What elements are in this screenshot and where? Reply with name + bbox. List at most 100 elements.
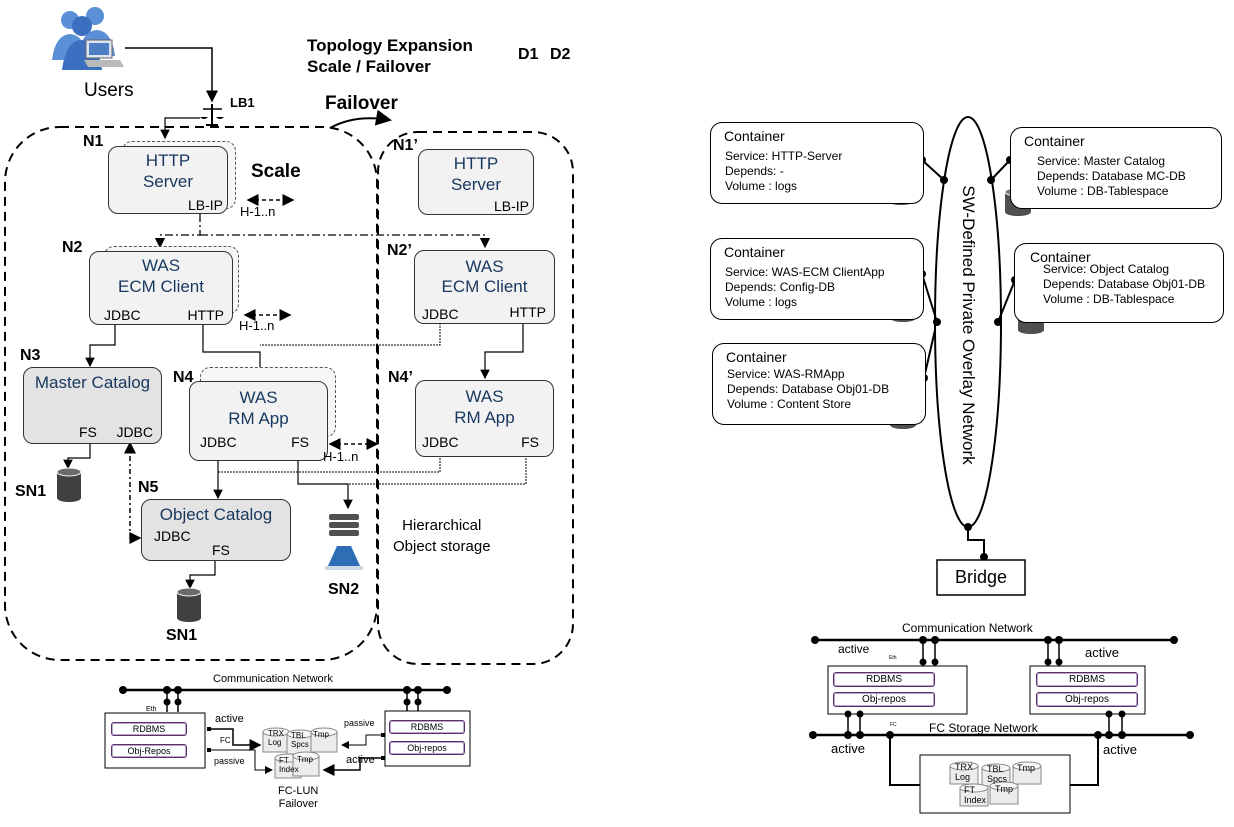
- hierarchical-storage-label: Hierarchical Object storage: [393, 515, 491, 557]
- users-label: Users: [84, 80, 134, 101]
- hier-line2: Object storage: [393, 538, 491, 555]
- fc-lun-line1: FC-LUN: [278, 785, 319, 797]
- br-objrepos-left: Obj-repos: [833, 692, 935, 707]
- lb-ip-port: LB-IP: [187, 197, 223, 213]
- was-ecm-line1: WAS: [465, 257, 504, 276]
- hier-line1: Hierarchical: [402, 517, 482, 534]
- container-depends: Depends: Database Obj01-DB: [1043, 277, 1206, 291]
- was-rm-line1: WAS: [239, 388, 278, 407]
- jdbc-port: JDBC: [116, 424, 153, 440]
- http-port: HTTP: [187, 307, 224, 323]
- container-service: Service: Object Catalog: [1043, 262, 1170, 276]
- master-catalog-title: Master Catalog: [34, 373, 151, 392]
- fs-port: FS: [79, 424, 97, 440]
- fc-lun-label: FC-LUN Failover: [278, 785, 318, 811]
- was-ecm-line2: ECM Client: [441, 277, 528, 296]
- container-depends: Depends: Database MC-DB: [1037, 169, 1186, 183]
- http-server-line2: Server: [142, 172, 194, 191]
- container-service: Service: WAS-ECM ClientApp: [725, 265, 885, 279]
- scale-label: Scale: [251, 161, 301, 182]
- container-title: Container: [724, 244, 785, 260]
- jdbc-port: JDBC: [422, 306, 459, 322]
- container-title: Container: [1024, 133, 1085, 149]
- container-was-rm: Container Service: WAS-RMApp Depends: Da…: [712, 343, 926, 425]
- bl-index: Index: [279, 765, 299, 774]
- br-comm-network-label: Communication Network: [902, 621, 1033, 635]
- bl-ft: FT: [279, 756, 289, 765]
- http-server-n1p: HTTP Server LB-IP: [418, 149, 534, 215]
- was-rm-n4: WAS RM App JDBC FS: [189, 381, 328, 461]
- bl-fc-label: FC: [220, 736, 231, 745]
- node-n1p-label: N1’: [393, 137, 418, 154]
- node-n4p-label: N4’: [388, 369, 413, 386]
- http-server-n1: HTTP Server LB-IP: [108, 146, 228, 214]
- scale-h1-label-c: H-1..n: [323, 449, 359, 464]
- object-catalog-n5: Object Catalog JDBC FS: [141, 499, 291, 561]
- br-tbl: TBL: [987, 764, 1004, 774]
- bl-spcs: Spcs: [291, 740, 309, 749]
- d2-label: D2: [550, 46, 571, 63]
- bl-passive-right: passive: [344, 718, 375, 728]
- sn2-label: SN2: [328, 581, 360, 598]
- bl-rdbms-left: RDBMS: [111, 722, 187, 736]
- br-log: Log: [955, 772, 971, 782]
- bl-tmp-b: Tmp: [297, 755, 313, 764]
- container-volume: Volume : Content Store: [727, 397, 852, 411]
- bl-active-right: active: [346, 754, 375, 766]
- container-object-catalog: Container Service: Object Catalog Depend…: [1014, 243, 1224, 323]
- bl-objrepos-right: Obj-repos: [389, 741, 465, 755]
- jdbc-port: JDBC: [200, 434, 237, 450]
- br-active-tl: active: [838, 642, 870, 656]
- http-server-line2: Server: [450, 175, 502, 194]
- was-rm-n4p: WAS RM App JDBC FS: [415, 380, 554, 457]
- d2-region: [377, 131, 574, 665]
- br-fc-network-label: FC Storage Network: [929, 721, 1038, 735]
- fs-port: FS: [212, 542, 230, 558]
- users-icon: [52, 7, 124, 70]
- http-port: HTTP: [509, 304, 546, 320]
- node-n2-label: N2: [62, 239, 83, 256]
- br-trx: TRX: [955, 762, 973, 772]
- br-rdbms-right: RDBMS: [1036, 672, 1138, 687]
- scale-h1-label-b: H-1..n: [239, 318, 275, 333]
- failover-label: Failover: [325, 93, 398, 114]
- container-volume: Volume : DB-Tablespace: [1037, 184, 1169, 198]
- fc-lun-line2: Failover: [278, 798, 318, 810]
- lb1-label: LB1: [230, 95, 255, 110]
- node-n2p-label: N2’: [387, 242, 412, 259]
- was-ecm-line2: ECM Client: [118, 277, 204, 296]
- http-server-line1: HTTP: [145, 151, 191, 170]
- bl-tmp-a: Tmp: [313, 730, 329, 739]
- br-active-br: active: [1103, 742, 1137, 757]
- container-service: Service: Master Catalog: [1037, 154, 1166, 168]
- bl-trx: TRX: [268, 729, 284, 738]
- jdbc-port: JDBC: [104, 307, 141, 323]
- was-rm-line1: WAS: [465, 387, 504, 406]
- bridge-box: [936, 559, 1026, 596]
- sn1b-disk-icon: [176, 587, 202, 622]
- br-ft: FT: [964, 785, 975, 795]
- br-tmp-a: Tmp: [1017, 763, 1035, 773]
- container-title: Container: [726, 349, 787, 365]
- bl-rdbms-right: RDBMS: [389, 720, 465, 734]
- was-ecm-n2: WAS ECM Client JDBC HTTP: [89, 251, 233, 325]
- was-ecm-n2p: WAS ECM Client JDBC HTTP: [414, 250, 555, 324]
- lb-ip-port: LB-IP: [493, 198, 529, 214]
- node-n4-label: N4: [173, 369, 194, 386]
- object-catalog-title: Object Catalog: [159, 505, 273, 524]
- was-rm-line2: RM App: [228, 409, 289, 428]
- bl-objrepos-left: Obj-Repos: [111, 744, 187, 758]
- container-depends: Depends: Config-DB: [725, 280, 836, 294]
- container-http-server: Container Service: HTTP-Server Depends: …: [710, 122, 924, 204]
- container-depends: Depends: -: [725, 164, 784, 178]
- sn1-label-b: SN1: [166, 627, 198, 644]
- container-master-catalog: Container Service: Master Catalog Depend…: [1010, 127, 1222, 209]
- jdbc-port: JDBC: [154, 528, 191, 544]
- br-eth-label: Eth: [889, 655, 897, 661]
- fs-port: FS: [521, 434, 539, 450]
- container-title: Container: [724, 128, 785, 144]
